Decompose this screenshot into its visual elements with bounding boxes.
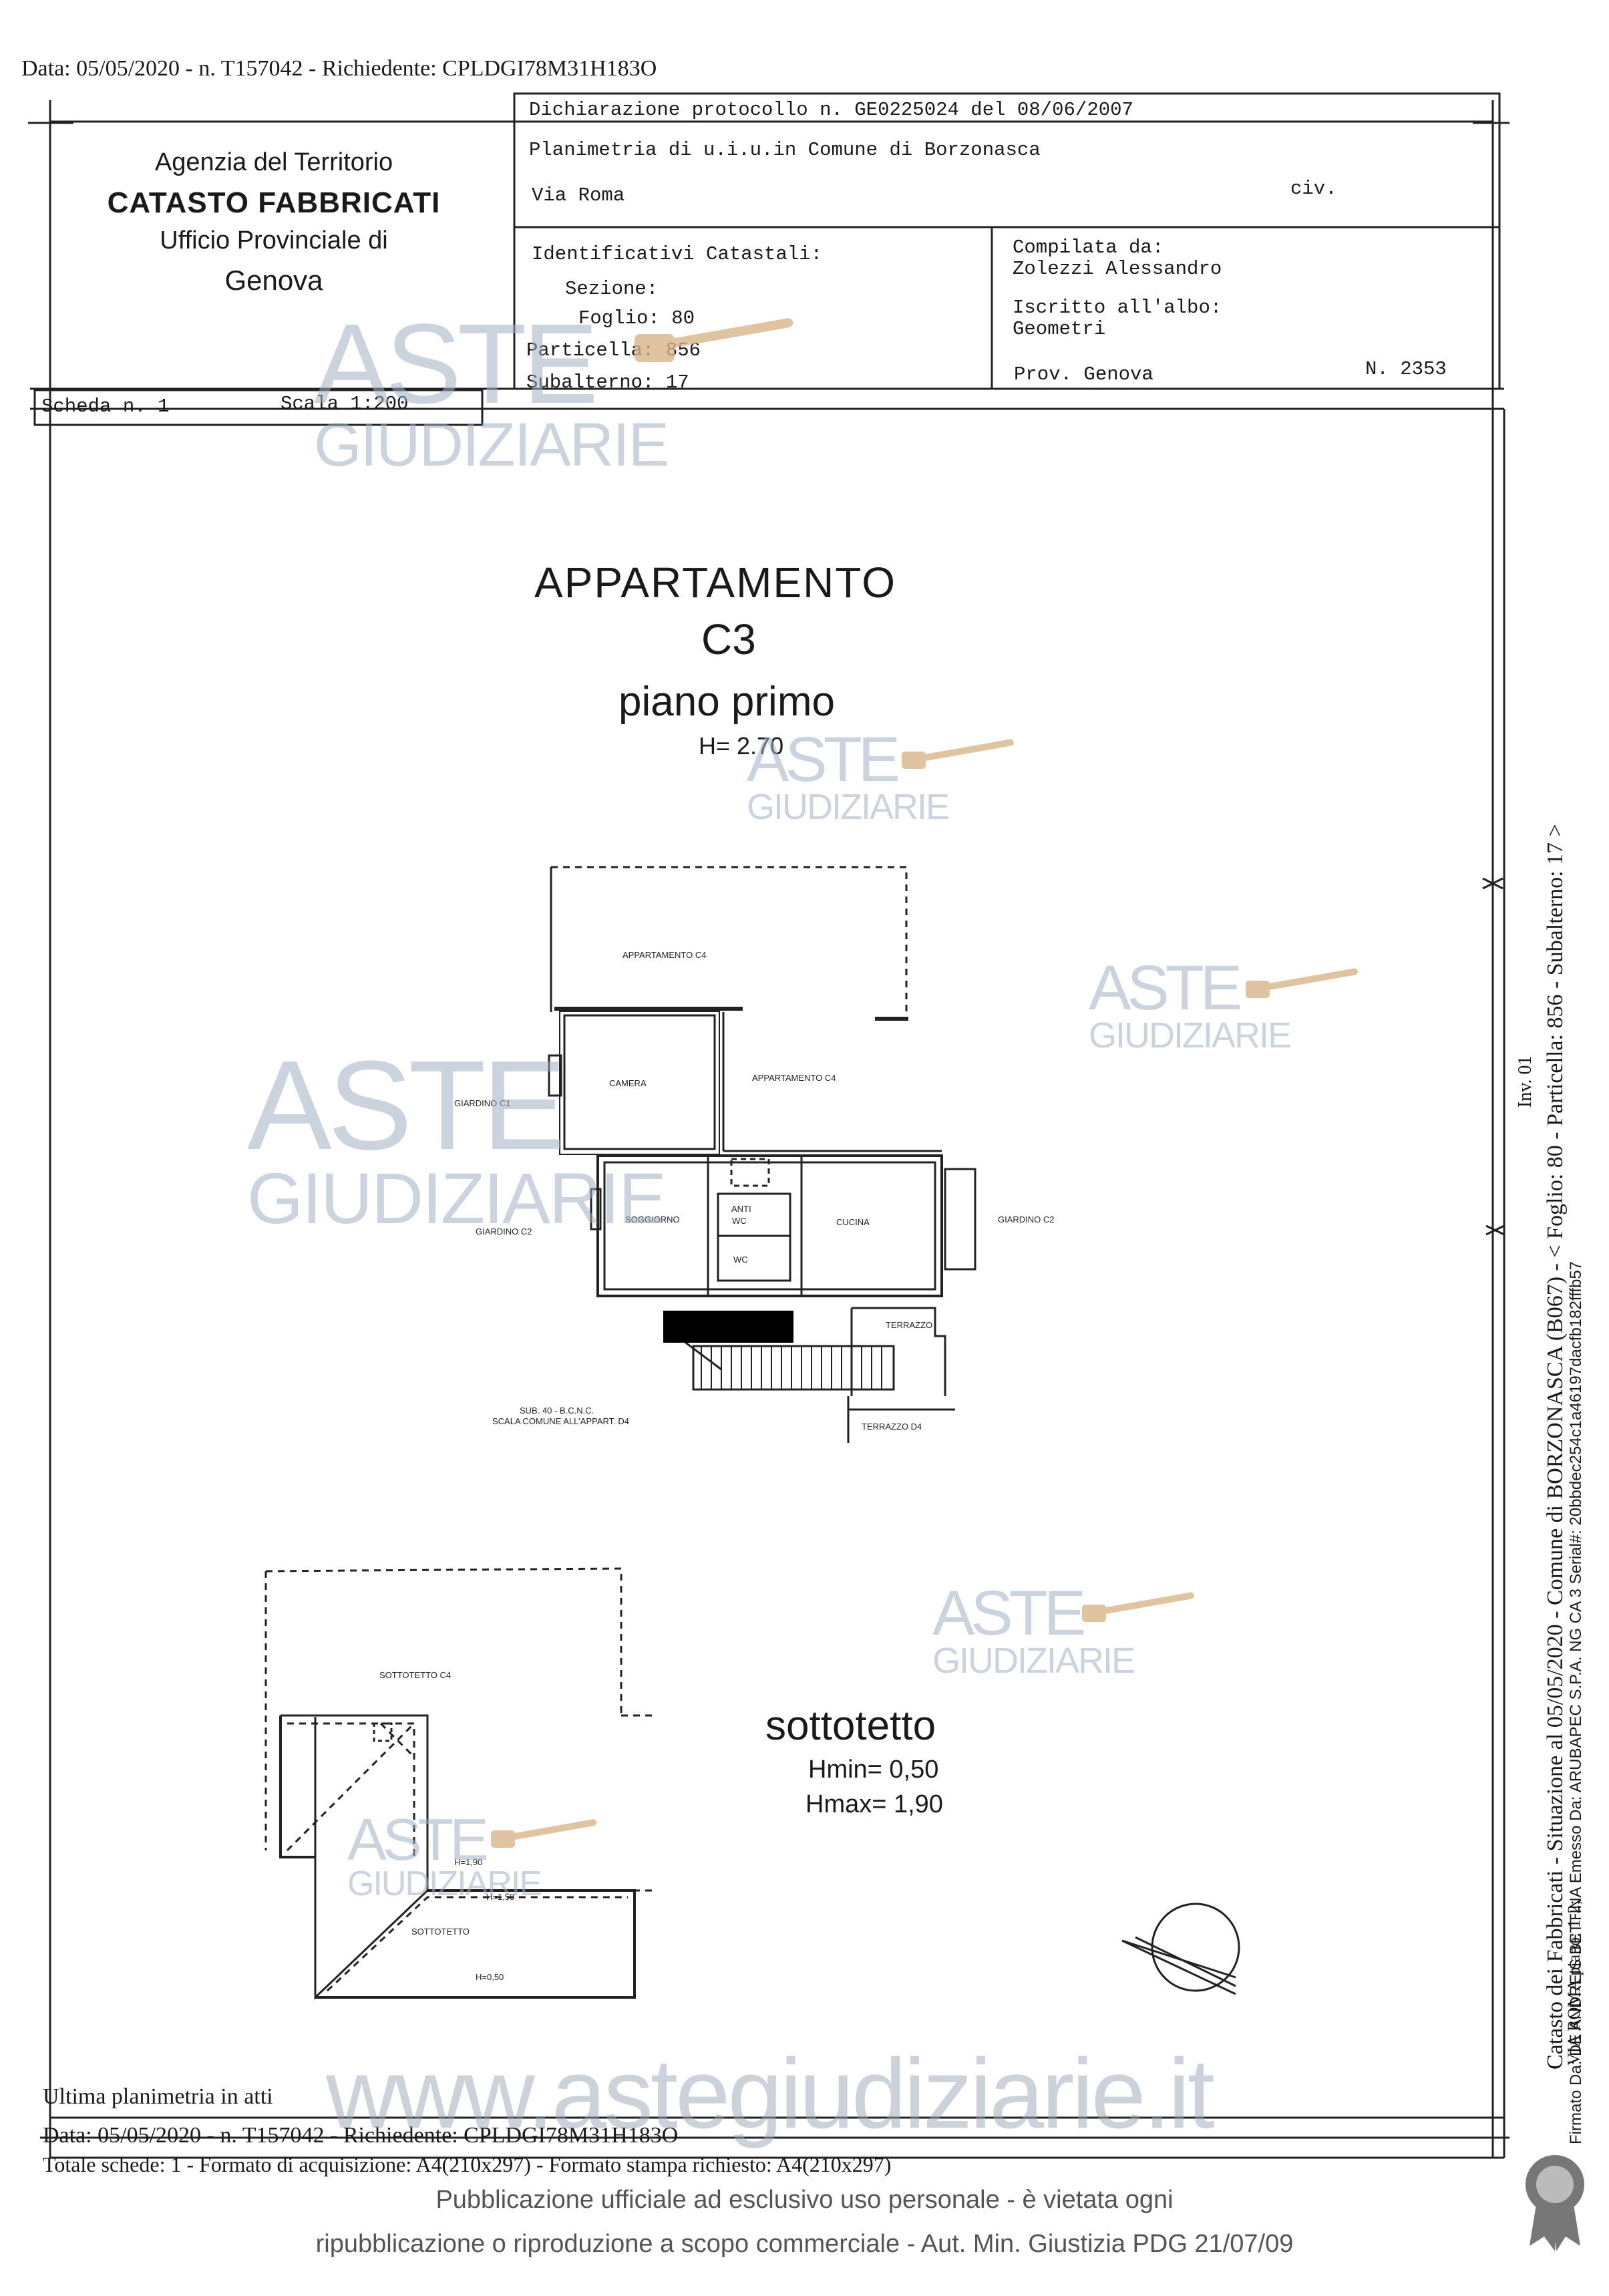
watermark-url: www.astegiudiziarie.it [326, 2039, 1215, 2149]
compilata-iscritto: Iscritto all'albo: [1013, 297, 1222, 319]
label-sottotetto: SOTTOTETTO [411, 1927, 470, 1937]
label-h050: H=0,50 [476, 1972, 504, 1982]
identificativi-subalterno: Subalterno: 17 [526, 371, 689, 393]
identificativi-sezione: Sezione: [565, 278, 659, 300]
footer-ultima-planimetria: Ultima planimetria in atti [43, 2084, 273, 2109]
address-civ: civ. [1290, 178, 1337, 200]
protocol-declaration: Dichiarazione protocollo n. GE0225024 de… [529, 99, 1133, 121]
publication-notice-1: Pubblicazione ufficiale ad esclusivo uso… [435, 2186, 1174, 2214]
header-request-line: Data: 05/05/2020 - n. T157042 - Richiede… [21, 56, 657, 81]
compilata-albo: Geometri [1013, 318, 1106, 340]
label-giardino-c2-left: GIARDINO C2 [476, 1226, 532, 1237]
plan-title-floor: piano primo [618, 679, 835, 725]
label-camera: CAMERA [609, 1078, 647, 1088]
label-giardino-c2-right: GIARDINO C2 [998, 1214, 1055, 1224]
label-sub40-line1: SUB. 40 - B.C.N.C. [520, 1406, 594, 1416]
label-terrazzo: TERRAZZO [886, 1320, 933, 1330]
agency-block: Agenzia del Territorio CATASTO FABBRICAT… [94, 148, 454, 297]
compilata-name: Zolezzi Alessandro [1013, 258, 1222, 280]
scheda-number: Scheda n. 1 [41, 395, 170, 418]
planimetria-comune: Planimetria di u.i.u.in Comune di Borzon… [529, 139, 1041, 161]
attic-hmax: Hmax= 1,90 [806, 1790, 943, 1818]
label-h190: H=1,90 [454, 1857, 483, 1867]
plan-title-appartamento: APPARTAMENTO [534, 558, 897, 607]
label-wc: WC [733, 1255, 748, 1265]
label-giardino-c1: GIARDINO C1 [454, 1098, 511, 1108]
label-sub40-line2: SCALA COMUNE ALL'APPART. D4 [492, 1416, 630, 1426]
identificativi-title: Identificativi Catastali: [532, 243, 823, 265]
label-appartamento-c4-mid: APPARTAMENTO C4 [752, 1073, 836, 1083]
agency-name: Agenzia del Territorio [154, 148, 393, 176]
side-firmato: Firmato Da: DE ANDREIS BETTINA Emesso Da… [1567, 1261, 1585, 2144]
label-sottotetto-c4: SOTTOTETTO C4 [379, 1670, 452, 1680]
label-terrazzo-d4: TERRAZZO D4 [862, 1422, 922, 1432]
side-inv: Inv. 01 [1515, 1055, 1536, 1108]
footer-request-line: Data: 05/05/2020 - n. T157042 - Richiede… [43, 2123, 679, 2148]
attic-hmin: Hmin= 0,50 [808, 1756, 939, 1784]
compilata-prov: Prov. Genova [1014, 363, 1153, 385]
label-anti-wc-1: ANTI [731, 1204, 751, 1214]
attic-title: sottotetto [765, 1703, 936, 1749]
plan-height: H= 2.70 [699, 732, 784, 760]
label-h150: H=1,50 [486, 1892, 515, 1902]
compilata-number: N. 2353 [1365, 358, 1447, 380]
catasto-fabbricati: CATASTO FABBRICATI [107, 186, 441, 219]
plan-title-unit: C3 [701, 615, 756, 663]
identificativi-foglio: Foglio: 80 [578, 307, 695, 329]
footer-totale-schede: Totale schede: 1 - Formato di acquisizio… [43, 2152, 892, 2176]
publication-notice-2: ripubblicazione o riproduzione a scopo c… [315, 2230, 1294, 2258]
scheda-scale: Scala 1:200 [281, 393, 409, 415]
label-appartamento-c4-top: APPARTAMENTO C4 [622, 950, 707, 960]
side-catasto-situation: Catasto dei Fabbricati - Situazione al 0… [1543, 824, 1568, 2070]
label-anti-wc-2: WC [732, 1216, 747, 1226]
ufficio-city: Genova [224, 265, 323, 296]
ufficio-provinciale: Ufficio Provinciale di [160, 226, 388, 255]
address-street: Via Roma [532, 184, 625, 206]
compilata-title: Compilata da: [1013, 236, 1164, 259]
label-cucina: CUCINA [836, 1217, 870, 1227]
label-soggiorno: SOGGIORNO [625, 1214, 680, 1224]
